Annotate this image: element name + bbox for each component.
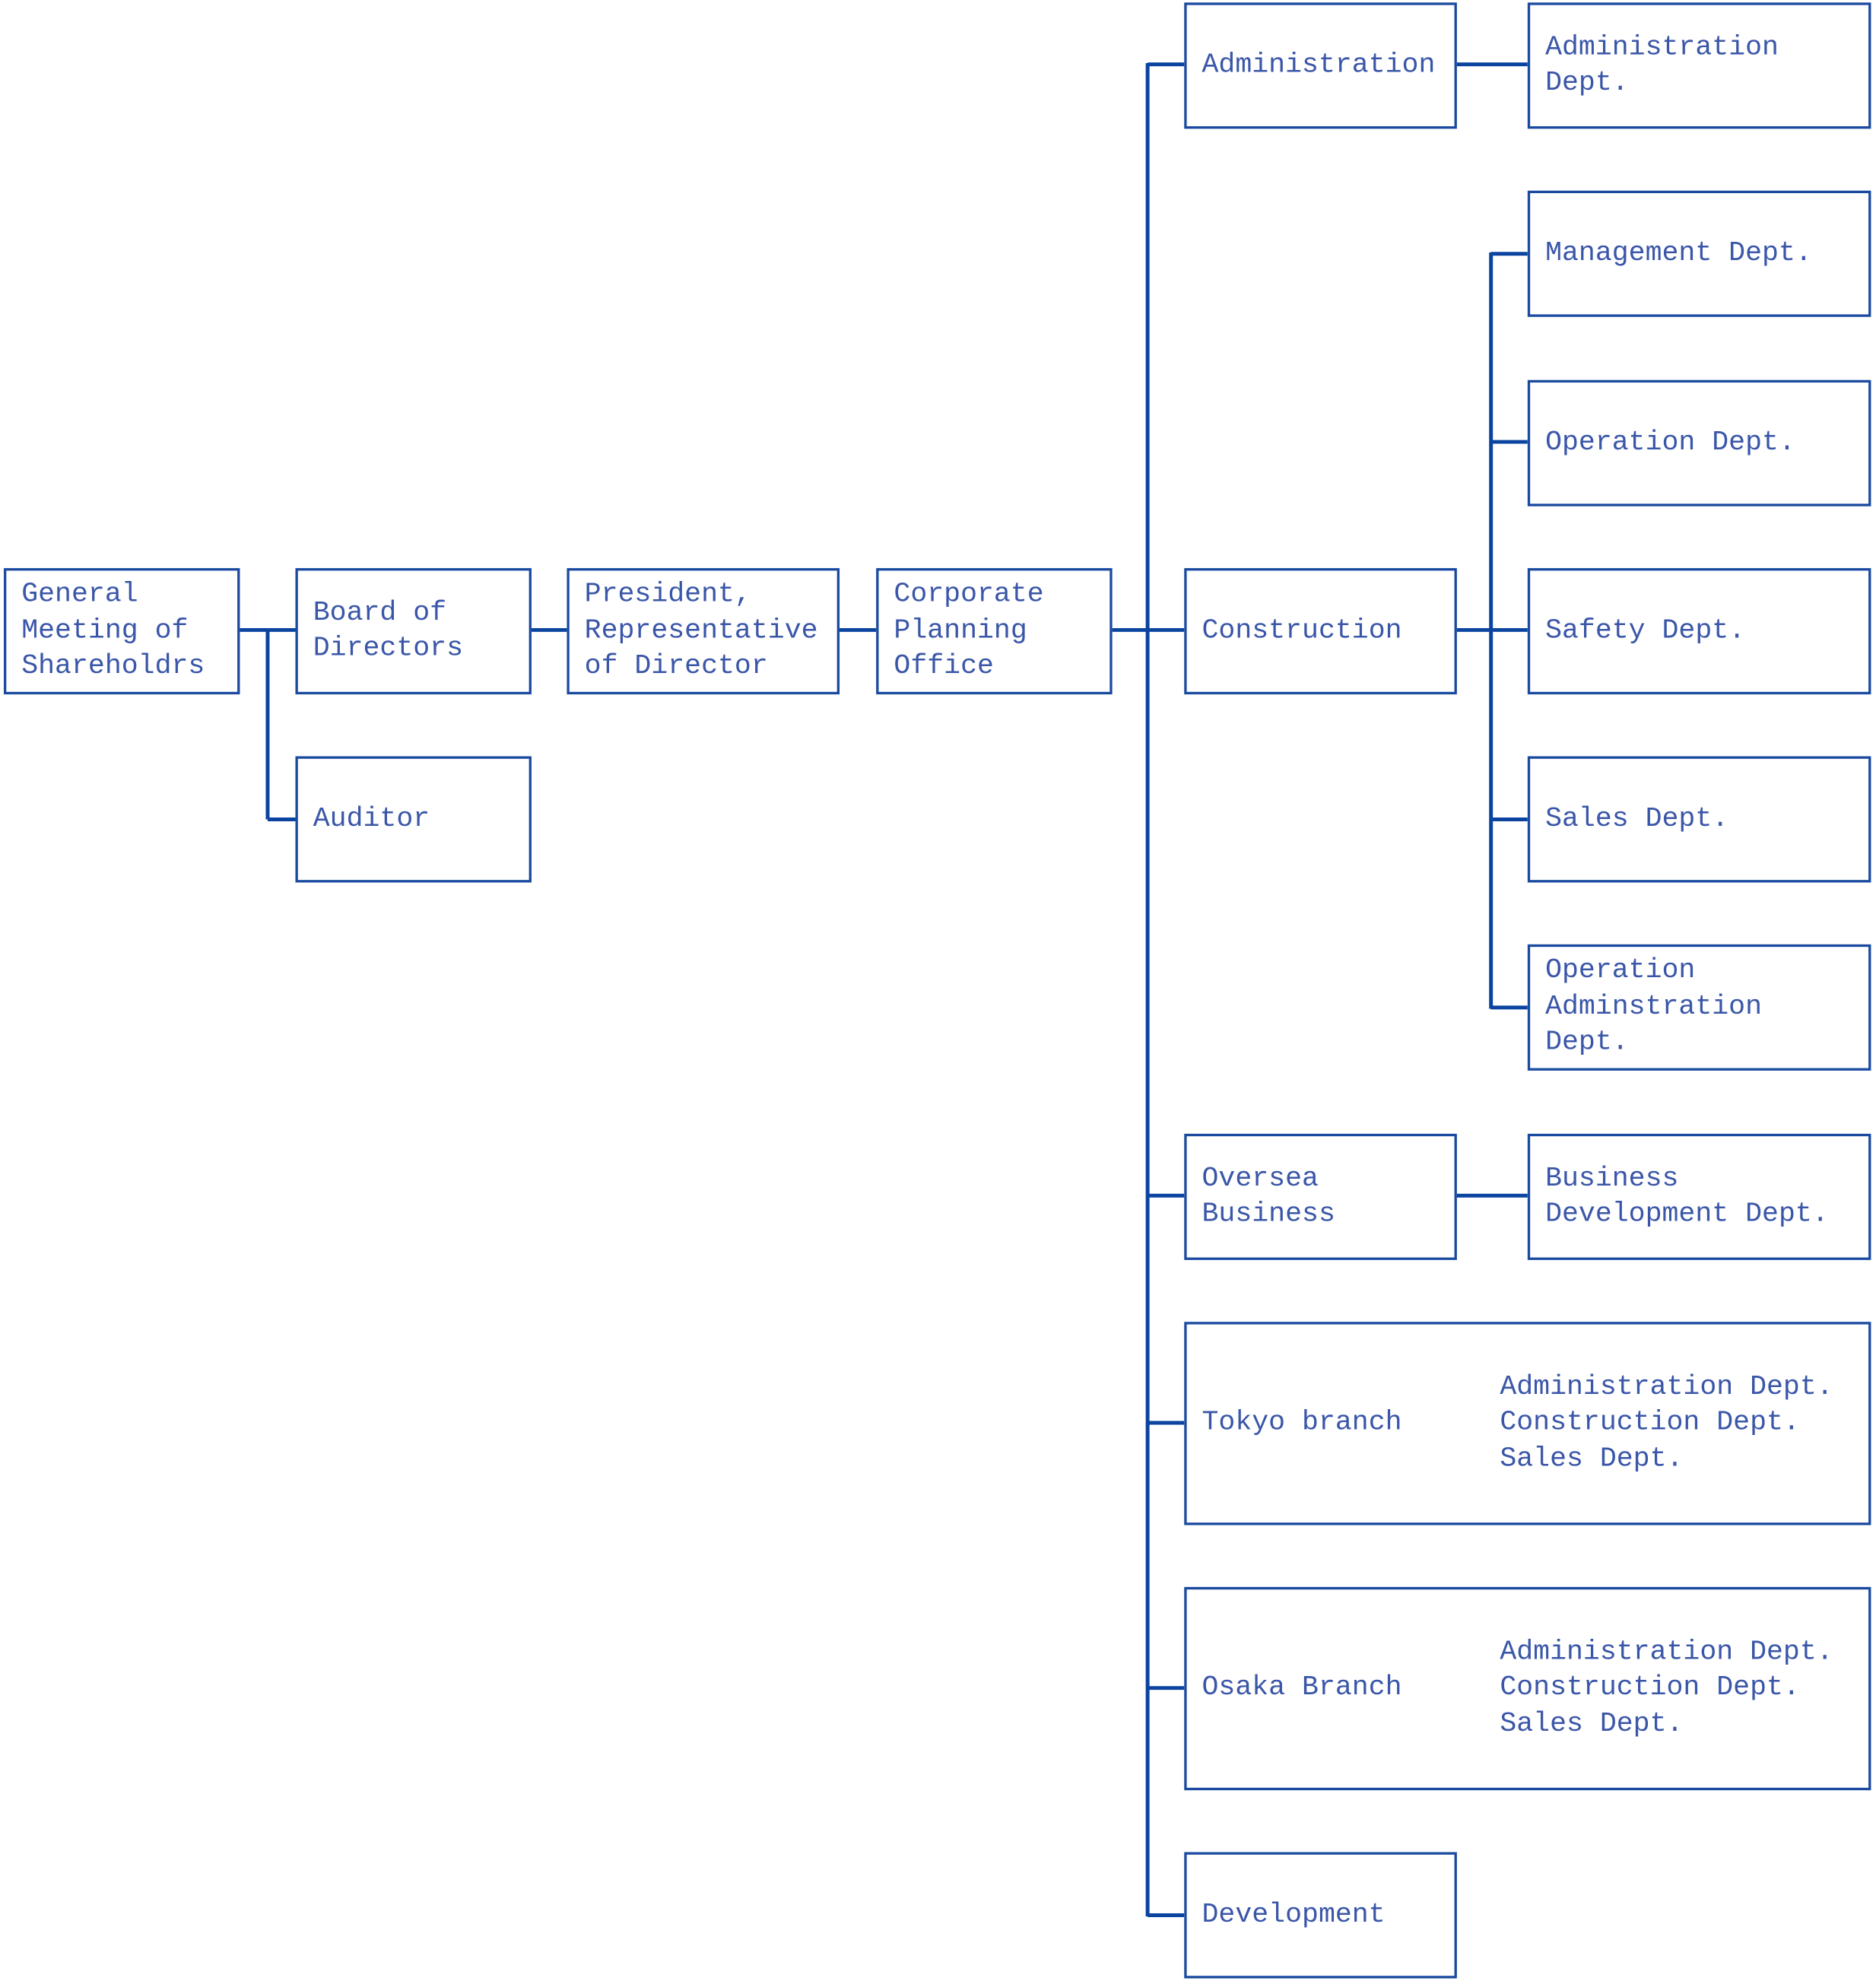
node-label: Business Development Dept. xyxy=(1545,1162,1829,1230)
node-label: Tokyo branch xyxy=(1201,1406,1402,1439)
node-president: President, Representative of Director xyxy=(567,568,840,695)
node-label: Board of Directors xyxy=(313,596,464,665)
node-development: Development xyxy=(1184,1852,1457,1979)
node-oversea-business: Oversea Business xyxy=(1184,1133,1457,1260)
node-label: Corporate Planning Office xyxy=(894,578,1044,682)
node-administration: Administration xyxy=(1184,2,1457,129)
node-auditor: Auditor xyxy=(295,756,532,883)
node-label: Oversea Business xyxy=(1201,1162,1335,1230)
node-tokyo-branch: Tokyo branch Administration Dept. Constru… xyxy=(1184,1322,1871,1525)
node-management-dept: Management Dept. xyxy=(1527,190,1871,317)
node-label: Administration xyxy=(1201,49,1436,81)
node-general-meeting: General Meeting of Shareholdrs xyxy=(3,568,240,695)
node-label: President, Representative of Director xyxy=(584,578,818,682)
node-label: Administration Dept. xyxy=(1545,30,1779,99)
node-operation-dept: Operation Dept. xyxy=(1527,379,1871,506)
node-sales-dept: Sales Dept. xyxy=(1527,756,1871,883)
node-label: Development xyxy=(1201,1898,1386,1931)
node-business-development-dept: Business Development Dept. xyxy=(1527,1133,1871,1260)
node-board-of-directors: Board of Directors xyxy=(295,568,532,695)
tokyo-dept-list: Administration Dept. Construction Dept. … xyxy=(1500,1370,1833,1475)
node-label: Safety Dept. xyxy=(1545,614,1746,646)
node-corporate-planning: Corporate Planning Office xyxy=(876,568,1113,695)
node-label: Sales Dept. xyxy=(1545,802,1729,834)
node-label: Operation Dept. xyxy=(1545,426,1795,459)
node-label: Management Dept. xyxy=(1545,237,1812,269)
node-label: General Meeting of Shareholdrs xyxy=(21,578,205,682)
node-construction: Construction xyxy=(1184,568,1457,695)
node-operation-administration-dept: Operation Adminstration Dept. xyxy=(1527,944,1871,1071)
node-osaka-branch: Osaka Branch Administration Dept. Constru… xyxy=(1184,1586,1871,1791)
node-label: Auditor xyxy=(313,802,430,834)
node-label: Construction xyxy=(1201,614,1402,646)
node-label: Osaka Branch xyxy=(1201,1671,1402,1704)
node-label: Operation Adminstration Dept. xyxy=(1545,954,1763,1059)
node-administration-dept: Administration Dept. xyxy=(1527,2,1871,129)
osaka-dept-list: Administration Dept. Construction Dept. … xyxy=(1500,1636,1833,1740)
node-safety-dept: Safety Dept. xyxy=(1527,568,1871,695)
